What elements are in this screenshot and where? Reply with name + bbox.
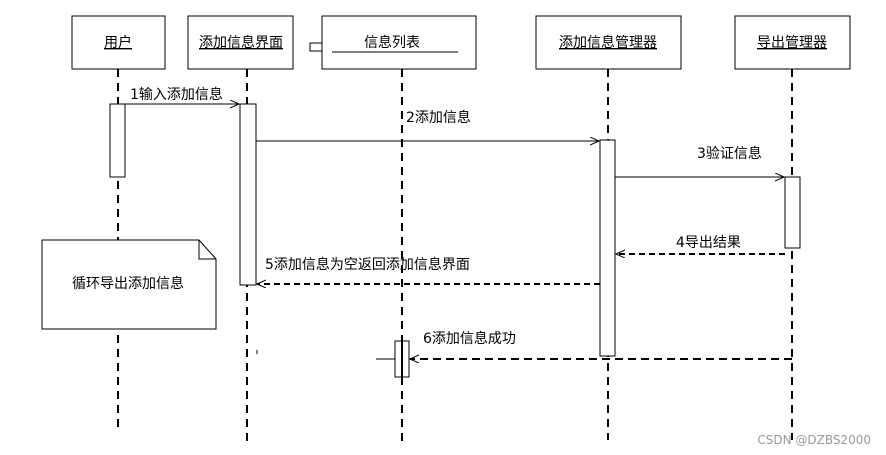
- lifeline-add-info-ui-label: 添加信息界面: [199, 34, 283, 51]
- message-6-label: 6添加信息成功: [423, 330, 516, 347]
- note-shape: [41, 239, 217, 330]
- message-5-label: 5添加信息为空返回添加信息界面: [265, 256, 470, 273]
- lifeline-add-info-manager-label: 添加信息管理器: [559, 34, 657, 51]
- lifeline-export-manager-label: 导出管理器: [757, 35, 827, 51]
- message-6: 6添加信息成功: [410, 330, 792, 359]
- lifeline-export-manager: 导出管理器: [734, 15, 851, 70]
- lifeline-add-info-manager-box: [535, 15, 682, 70]
- note: 循环导出添加信息: [41, 239, 217, 330]
- activation-add-info-ui: [239, 103, 257, 286]
- lifeline-user-box: [71, 15, 166, 70]
- note-text: 循环导出添加信息: [72, 275, 184, 292]
- activation-export-manager: [784, 176, 801, 249]
- message-5: 5添加信息为空返回添加信息界面: [257, 256, 600, 284]
- activation-user: [109, 103, 126, 178]
- message-1-label: 1输入添加信息: [130, 86, 223, 103]
- lifeline-export-manager-box: [734, 15, 851, 70]
- watermark: CSDN @DZBS2000: [757, 433, 871, 447]
- lifeline-info-list: 信息列表: [309, 15, 477, 70]
- note-fold: [198, 240, 216, 260]
- lifeline-info-list-label: 信息列表: [364, 34, 420, 51]
- message-2: 2添加信息: [256, 109, 599, 141]
- lifeline-user: 用户: [71, 15, 166, 70]
- lifeline-add-info-manager: 添加信息管理器: [535, 15, 682, 70]
- message-1: 1输入添加信息: [125, 86, 239, 104]
- lifeline-info-list-box: [321, 15, 477, 70]
- lifeline-add-info-ui-box: [187, 15, 294, 70]
- lifeline-info-list-tab: [309, 42, 323, 52]
- message-2-label: 2添加信息: [406, 109, 471, 126]
- lifeline-add-info-ui: 添加信息界面: [187, 15, 294, 70]
- message-4-label: 4导出结果: [676, 235, 741, 251]
- activation-add-info-manager: [599, 139, 616, 357]
- message-3: 3验证信息: [615, 145, 784, 177]
- message-4: 4导出结果: [616, 235, 785, 254]
- lifeline-user-label: 用户: [104, 34, 132, 51]
- message-3-label: 3验证信息: [697, 145, 762, 162]
